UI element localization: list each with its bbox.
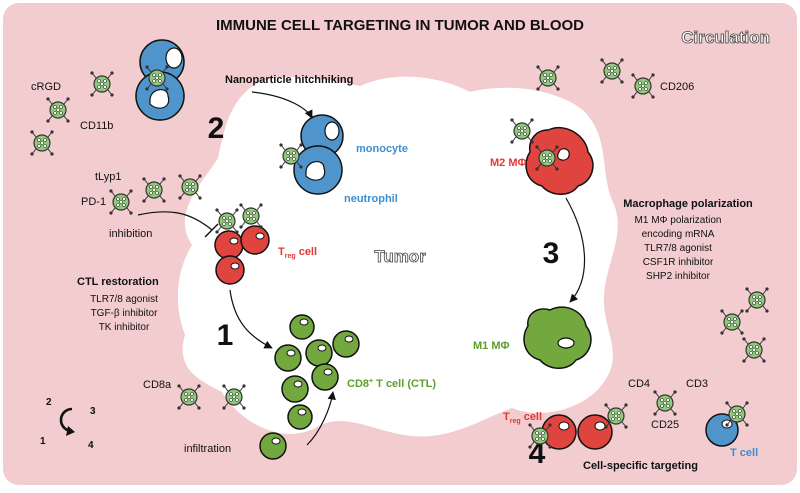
m1-label-prefix: M1 M [473, 340, 501, 352]
crgd-label: cRGD [31, 81, 61, 93]
neutrophil-label: neutrophil [344, 193, 398, 205]
m2-label-prefix: M2 M [490, 157, 518, 169]
infiltration-label: infiltration [184, 443, 231, 455]
ctl-label: CD8+ T cell (CTL) [347, 378, 436, 390]
treg-circ-suffix: cell [521, 411, 542, 423]
treg-label-sub: reg [285, 253, 296, 260]
step-3-number: 3 [543, 237, 560, 270]
m2-label-phi: Φ [518, 157, 527, 169]
ctl-item-2: TGF-β inhibitor [91, 308, 159, 319]
m1-macrophage [523, 306, 592, 369]
step-2-number: 2 [208, 112, 225, 145]
mp-item-3: TLR7/8 agonist [644, 243, 712, 254]
treg-circ-sub: reg [510, 418, 521, 425]
pd1-label: PD-1 [81, 196, 106, 208]
treg-label-t: T [278, 246, 285, 258]
cell-specific-heading: Cell-specific targeting [583, 460, 698, 472]
cd3-label: CD3 [686, 378, 708, 390]
treg-cells-tumor [214, 225, 270, 285]
cd206-label: CD206 [660, 81, 694, 93]
tlyp1-label: tLyp1 [95, 171, 122, 183]
cycle-arrowhead-icon [66, 426, 75, 436]
cd8a-label: CD8a [143, 379, 172, 391]
inhibition-line [137, 211, 213, 231]
m1-label-phi: Φ [501, 340, 510, 352]
m1-label: M1 MΦ [473, 340, 510, 352]
mp-item-1: M1 MΦ polarization [635, 215, 722, 226]
ctl-label-suffix: T cell (CTL) [373, 378, 436, 390]
infiltrating-ctl [259, 432, 287, 460]
cd11b-label: CD11b [80, 120, 113, 132]
ctl-item-3: TK inhibitor [99, 322, 150, 333]
mp-item-5: SHP2 inhibitor [646, 271, 711, 282]
monocyte-label: monocyte [356, 143, 408, 155]
m2-macrophage-nucleus [557, 148, 570, 161]
treg-label-suffix: cell [296, 246, 317, 258]
ctl-restoration-arrow [229, 289, 273, 349]
ctl-label-prefix: CD8 [347, 378, 369, 390]
diagram-title: IMMUNE CELL TARGETING IN TUMOR AND BLOOD [216, 17, 584, 34]
ctl-item-1: TLR7/8 agonist [90, 294, 158, 305]
cycle-number-1: 1 [40, 436, 46, 447]
inhibition-label: inhibition [109, 228, 152, 240]
macrophage-polarization-heading: Macrophage polarization [623, 198, 753, 210]
cycle-number-4: 4 [88, 440, 94, 451]
monocyte-neutrophil-cells [293, 114, 344, 195]
t-cell-label: T cell [730, 447, 758, 459]
mp-item-4: CSF1R inhibitor [643, 257, 714, 268]
m2-label: M2 MΦ [490, 157, 527, 169]
hitchhiking-arrow [251, 91, 313, 119]
cycle-number-2: 2 [46, 397, 52, 408]
m1-macrophage-nucleus [557, 337, 575, 349]
polarization-arrow [565, 197, 586, 303]
step-1-number: 1 [217, 319, 234, 352]
infiltration-arrow [306, 391, 336, 446]
treg-circulation-label: Treg cell [503, 411, 542, 425]
circulation-label: Circulation [681, 28, 770, 47]
step-4-number: 4 [529, 437, 546, 470]
inhibition-bar [204, 223, 219, 238]
ctl-restoration-heading: CTL restoration [77, 276, 159, 288]
m2-macrophage [525, 127, 594, 195]
ctl-cells [274, 314, 360, 430]
tumor-label: Tumor [374, 247, 426, 266]
treg-circ-t: T [503, 411, 510, 423]
ctl-label-sup: + [369, 378, 373, 385]
treg-label: Treg cell [278, 246, 317, 260]
mp-item-2: encoding mRNA [642, 229, 715, 240]
hitchhiking-label: Nanoparticle hitchhiking [225, 74, 353, 86]
infiltrating-ctl-nucleus [271, 437, 281, 445]
cd4-label: CD4 [628, 378, 650, 390]
cd25-label: CD25 [651, 419, 679, 431]
cycle-number-3: 3 [90, 406, 96, 417]
